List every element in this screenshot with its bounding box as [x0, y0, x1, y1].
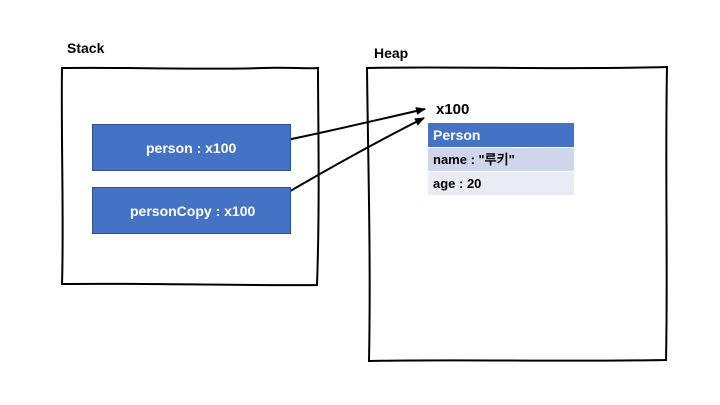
heap-address-label: x100: [436, 101, 470, 118]
stack-variable-label: personCopy : x100: [130, 202, 256, 219]
heap-object-table: Person name : "루키" age : 20: [428, 123, 574, 196]
stack-variable-label: person : x100: [146, 139, 237, 156]
heap-object-class-name: Person: [428, 123, 574, 148]
heap-object-field-name: name : "루키": [428, 148, 574, 172]
stack-variable-person: person : x100: [92, 124, 291, 171]
heap-frame: [365, 65, 669, 363]
stack-title: Stack: [67, 40, 105, 56]
heap-title: Heap: [374, 45, 409, 61]
stack-frame: [60, 66, 320, 287]
heap-object-field-age: age : 20: [428, 172, 574, 196]
stack-variable-person-copy: personCopy : x100: [92, 187, 291, 234]
